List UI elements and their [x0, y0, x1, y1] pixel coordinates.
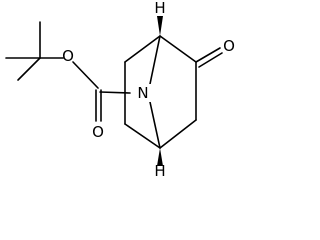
wedge-bond-bottom [157, 148, 163, 166]
nitrogen-label-bg [135, 84, 151, 102]
bond-ketone-double-a [195, 47, 221, 63]
bond-oxygen-to-carbonyl [72, 61, 99, 89]
bond-tbu-methyl-bottom [17, 57, 41, 81]
atom-oxygen-carbamate: O [92, 123, 104, 141]
bond-c1-c2 [159, 35, 197, 63]
bond-c3-c4 [159, 119, 197, 149]
bond-ketone-double-b [198, 52, 223, 68]
atom-hydrogen-bottom: H [154, 162, 165, 178]
bond-nitrogen-c4 [149, 101, 161, 149]
bond-nitrogen-c1 [149, 35, 161, 85]
atom-oxygen-ester: O [62, 47, 74, 65]
chemical-structure: O O N O H H [5, 0, 235, 178]
bond-c-left-lower-c4 [124, 123, 161, 149]
atom-nitrogen: N [137, 84, 148, 102]
atom-oxygen-ketone: O [223, 37, 235, 55]
atom-hydrogen-top: H [154, 0, 165, 17]
wedge-bond-top [157, 16, 163, 36]
bond-c1-c-left-upper [124, 35, 161, 63]
